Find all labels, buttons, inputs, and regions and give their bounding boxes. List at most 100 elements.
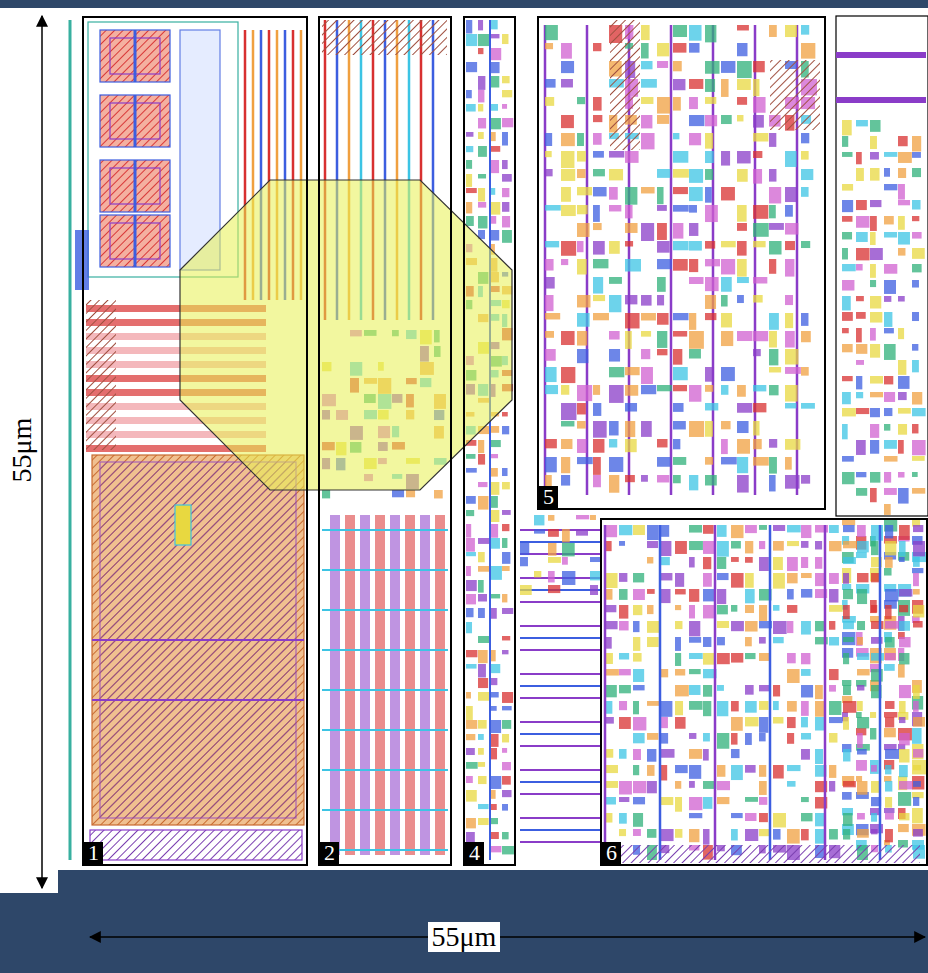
cell-shape (689, 133, 701, 145)
cell-shape (625, 259, 641, 272)
cell-shape (502, 118, 513, 127)
cell-shape (842, 136, 848, 147)
cell-shape (884, 712, 897, 717)
cell-shape (913, 589, 920, 595)
cell-shape (912, 808, 923, 823)
cell-shape (705, 385, 713, 392)
cell-shape (502, 132, 508, 146)
cell-shape (705, 457, 713, 465)
cell-shape (633, 749, 641, 760)
cell-shape (898, 184, 905, 200)
cell-shape (759, 557, 769, 571)
cell-shape (466, 90, 472, 98)
cell-shape (913, 605, 924, 617)
cell-shape (773, 765, 784, 779)
cell-shape (785, 259, 794, 277)
cell-shape (625, 205, 633, 218)
cell-shape (815, 557, 822, 569)
cell-shape (478, 202, 486, 208)
cell-shape (577, 259, 587, 275)
cell-shape (705, 169, 713, 180)
cell-shape (842, 472, 855, 484)
cell-shape (856, 776, 862, 781)
cell-shape (737, 115, 743, 121)
cell-shape (478, 20, 483, 30)
cell-shape (870, 216, 877, 231)
cell-shape (912, 280, 919, 288)
cell-shape (801, 829, 809, 840)
cell-shape (609, 367, 624, 377)
cell-shape (801, 573, 812, 578)
cell-shape (899, 765, 908, 777)
cell-shape (703, 557, 711, 569)
cell-shape (884, 456, 898, 462)
routing-wire (520, 829, 600, 831)
cell-shape (737, 79, 751, 90)
cell-shape (913, 829, 923, 837)
cell-shape (885, 541, 896, 555)
cell-shape (829, 541, 842, 551)
cell-shape (641, 349, 650, 359)
cell-shape (593, 133, 602, 145)
routing-wire (322, 529, 448, 531)
metal-track (330, 515, 340, 855)
cell-shape (490, 832, 499, 839)
cell-shape (717, 733, 729, 749)
cell-shape (721, 439, 728, 454)
cell-shape (689, 169, 703, 183)
cell-shape (913, 573, 919, 586)
cell-shape (641, 295, 652, 306)
cell-shape (721, 295, 728, 307)
cell-shape (577, 331, 587, 346)
cell-shape (675, 829, 682, 838)
cell-shape (769, 313, 779, 330)
wire (134, 160, 137, 212)
cell-shape (842, 680, 851, 686)
cell-shape (717, 797, 729, 804)
cell-shape (737, 277, 749, 283)
cell-shape (801, 187, 809, 197)
cell-shape (673, 439, 680, 449)
cell-shape (689, 205, 697, 213)
cell-shape (478, 538, 489, 544)
cell-shape (721, 277, 732, 292)
cell-shape (703, 573, 712, 587)
cell-shape (619, 749, 627, 759)
callout-number: 4 (465, 842, 484, 864)
cell-shape (737, 385, 746, 397)
cell-shape (619, 781, 632, 795)
routing-wire (322, 769, 448, 771)
cell-shape (912, 360, 919, 372)
cell-shape (478, 146, 487, 157)
cell-shape (785, 457, 792, 470)
cell-shape (703, 605, 714, 618)
cell-shape (801, 331, 811, 342)
cell-shape (912, 472, 918, 477)
cell-shape (801, 813, 813, 821)
cell-shape (785, 385, 798, 402)
hatch-fill (90, 830, 302, 860)
cell-shape (871, 621, 884, 629)
routing-wire (520, 769, 600, 771)
cell-shape (673, 349, 682, 365)
cell-shape (490, 146, 500, 152)
cell-shape (913, 781, 921, 787)
cell-shape (619, 829, 626, 836)
cell-shape (913, 701, 919, 712)
cell-shape (689, 223, 698, 236)
metal-track (714, 525, 717, 860)
cell-shape (434, 490, 443, 498)
wire (134, 95, 137, 147)
cell-shape (502, 734, 509, 742)
cell-shape (856, 120, 868, 126)
cell-shape (478, 454, 485, 465)
cell-shape (843, 605, 850, 619)
cell-shape (619, 573, 627, 582)
cell-shape (856, 376, 862, 389)
cell-shape (857, 717, 869, 728)
cell-shape (490, 440, 501, 447)
cell-shape (912, 568, 923, 573)
cell-shape (661, 717, 668, 728)
cell-shape (753, 223, 769, 237)
cell-shape (520, 557, 528, 566)
